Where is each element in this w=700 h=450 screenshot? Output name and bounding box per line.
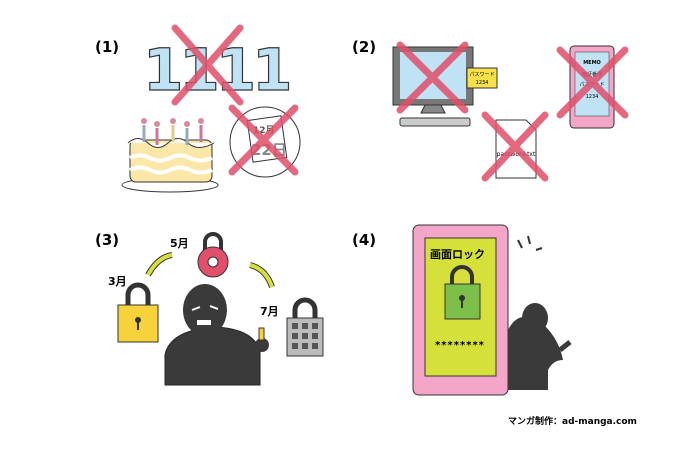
memo-line: 1234 (586, 94, 599, 100)
pin-digits: 1111 (143, 36, 289, 104)
cross-icon (396, 41, 469, 114)
alert-lines-icon (517, 235, 543, 251)
sticky-note: パスワード 1234 (466, 67, 498, 89)
padlock-yellow-icon (117, 282, 159, 343)
calendar-month: 12月 (253, 125, 275, 136)
cross-icon (171, 24, 244, 106)
month-label: 7月 (260, 305, 279, 318)
monitor-icon (392, 46, 474, 127)
sticky-note-line: 1234 (476, 80, 489, 86)
month-label: 3月 (108, 275, 127, 288)
panel-1-label: (1) (95, 38, 119, 56)
lock-screen-phone: 画面ロック ******** (412, 224, 509, 396)
cross-icon (228, 104, 299, 176)
panel-4-label: (4) (352, 231, 376, 249)
cross-icon (481, 111, 549, 182)
month-label: 5月 (170, 237, 189, 250)
file-name: password.txt (497, 151, 536, 158)
cross-icon (556, 46, 629, 119)
credit: マンガ制作：ad-manga.com (508, 415, 637, 427)
panel-3-label: (3) (95, 231, 119, 249)
peeking-thief-figure (508, 235, 572, 390)
memo-line: MEMO (583, 60, 601, 66)
panel-2-label: (2) (352, 38, 376, 56)
memo-line: 暗証番号 (582, 71, 602, 78)
birthday-cake-icon (121, 118, 219, 193)
lock-screen-title: 画面ロック (430, 248, 485, 261)
sticky-note-line: パスワード (469, 72, 494, 78)
keypad-lock-icon (286, 297, 324, 357)
padlock-red-icon (197, 232, 229, 278)
masked-password: ******** (435, 340, 485, 351)
thief-figure (164, 284, 269, 386)
